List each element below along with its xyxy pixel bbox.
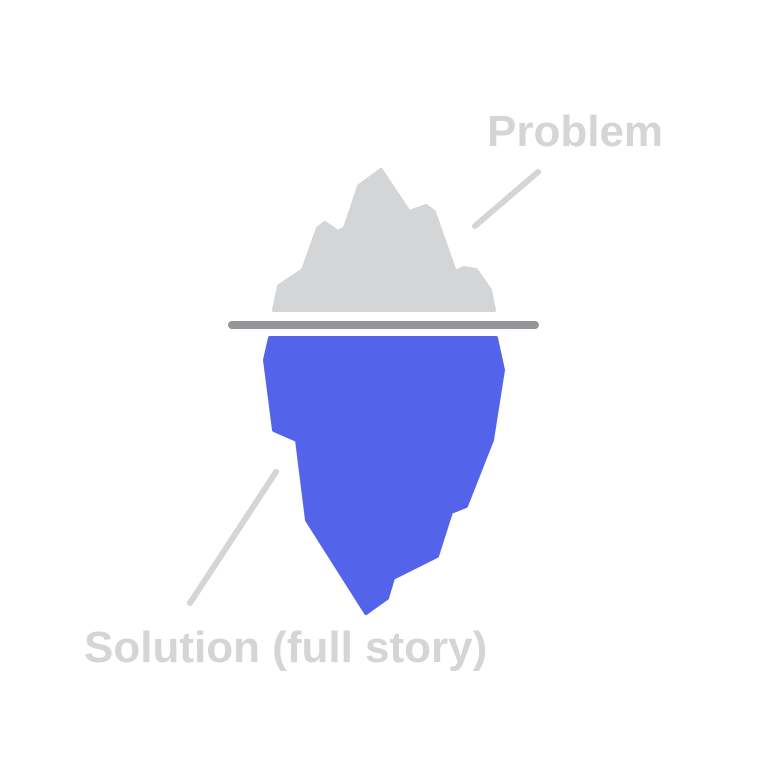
solution-connector-line: [187, 469, 279, 606]
iceberg-underwater: [263, 336, 505, 615]
problem-label: Problem: [487, 107, 664, 156]
problem-connector-line: [472, 169, 541, 229]
solution-label: Solution (full story): [84, 623, 488, 672]
iceberg-tip: [272, 168, 496, 312]
